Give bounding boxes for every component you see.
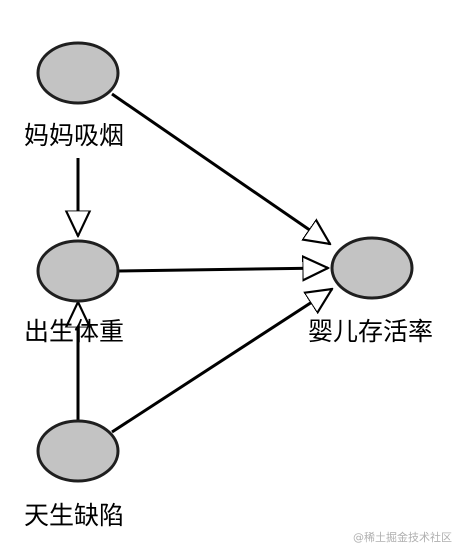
edge-defect-to-survival: [111, 289, 332, 434]
node-survival: [330, 236, 414, 300]
node-label-smoking: 妈妈吸烟: [24, 121, 124, 150]
node-label-birthweight: 出生体重: [24, 317, 124, 346]
edge-birthweight-to-survival: [117, 268, 328, 271]
node-label-defect: 天生缺陷: [24, 501, 124, 530]
nodes: [36, 41, 414, 483]
edge-smoking-to-survival: [111, 92, 330, 244]
node-smoking: [36, 41, 120, 105]
node-defect: [36, 419, 120, 483]
labels: 妈妈吸烟 出生体重 天生缺陷 婴儿存活率: [24, 121, 433, 530]
watermark-text: @稀土掘金技术社区: [353, 530, 452, 544]
edges: [78, 92, 332, 434]
node-birthweight: [36, 239, 120, 303]
node-label-survival: 婴儿存活率: [308, 317, 433, 346]
